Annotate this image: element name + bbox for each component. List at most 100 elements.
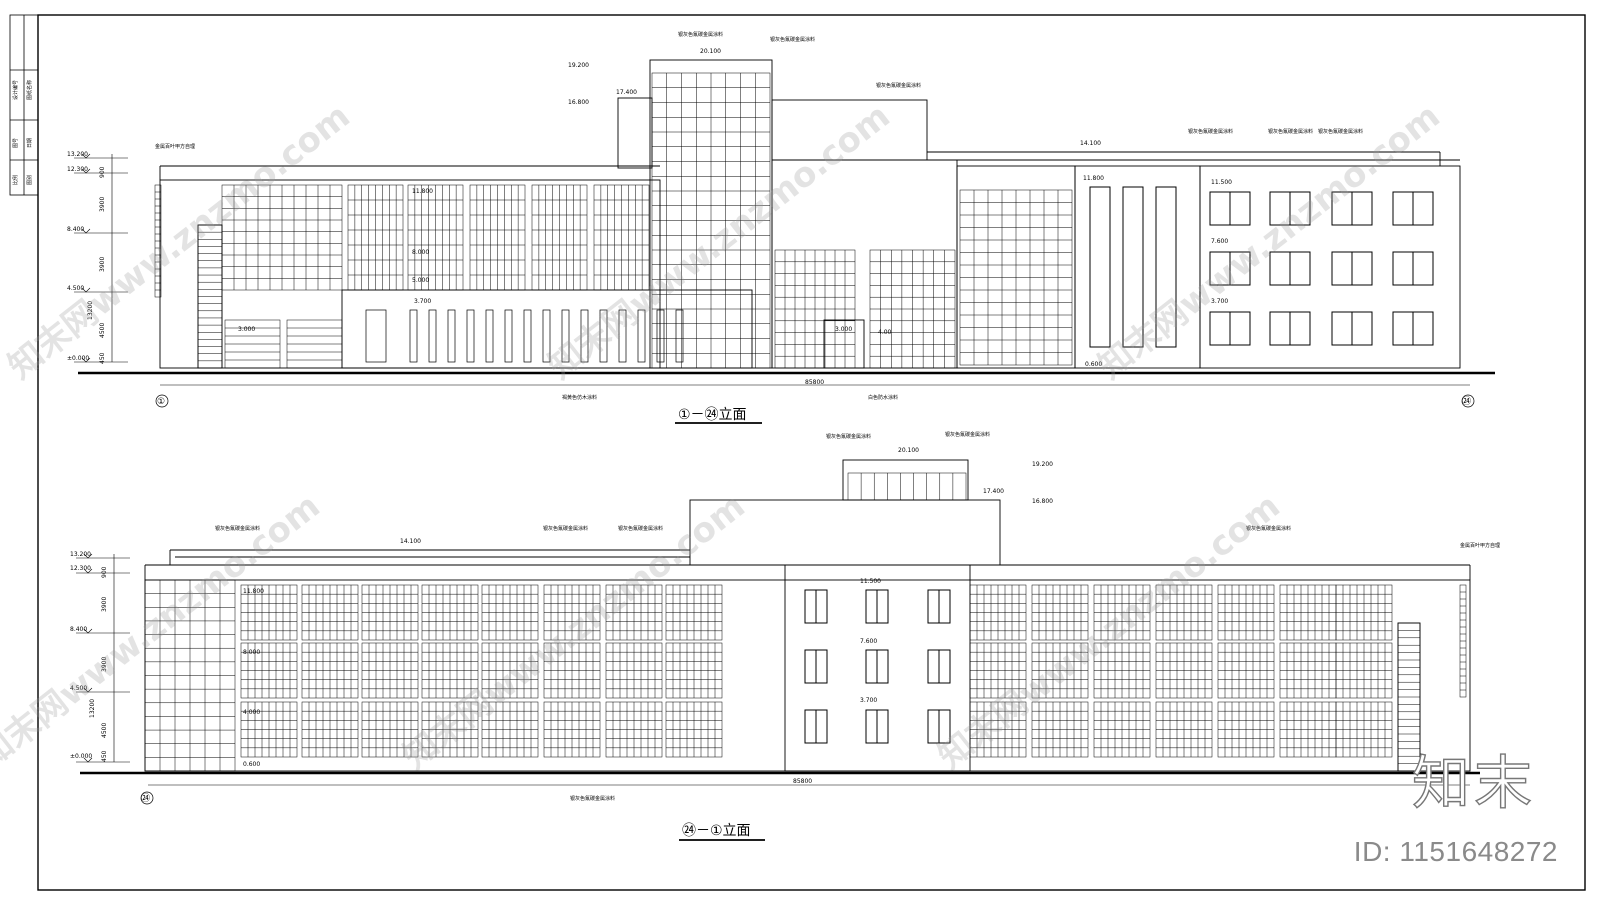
- window: [865, 709, 889, 744]
- window: [1331, 191, 1373, 226]
- material-note: 白色防水涂料: [868, 394, 898, 401]
- building-tower: [842, 459, 969, 501]
- curtain-wall-grid: [1279, 642, 1337, 699]
- elevation-mark: 0.600: [1085, 361, 1102, 368]
- building-block: [1199, 165, 1461, 369]
- elevation-mark: 11.800: [1083, 175, 1104, 182]
- curtain-wall-grid: [665, 584, 723, 641]
- louver-slot: [447, 309, 456, 363]
- brand-logo: 知末: [1411, 748, 1536, 817]
- curtain-wall-grid: [651, 72, 771, 369]
- grid-frame: [847, 472, 967, 501]
- curtain-wall-grid: [1279, 584, 1337, 641]
- curtain-wall-grid: [543, 584, 601, 641]
- louver-slot: [428, 309, 437, 363]
- curtain-wall-grid: [1155, 701, 1213, 758]
- window: [1209, 191, 1251, 226]
- curtain-wall-grid: [969, 584, 1027, 641]
- curtain-wall-grid: [969, 701, 1027, 758]
- elevation-mark: 8.000: [243, 649, 260, 656]
- material-note: 银灰色氟碳金属涂料: [215, 525, 260, 532]
- dimension: 13200: [87, 301, 94, 320]
- curtain-wall-grid: [531, 184, 588, 291]
- elevation-mark: 3.000: [238, 326, 255, 333]
- watermark: 知末网www.znzmo.com: [931, 486, 1288, 777]
- level-triangle: [83, 553, 93, 559]
- elevation-bottom: [76, 459, 1480, 805]
- curtain-wall-grid: [1093, 701, 1151, 758]
- elevation-mark: 3.000: [835, 326, 852, 333]
- dimension: 3900: [101, 657, 108, 672]
- tall-window: [1089, 186, 1111, 348]
- title-block: [9, 14, 39, 196]
- curtain-wall-grid: [665, 701, 723, 758]
- material-note: 银灰色氟碳金属涂料: [945, 431, 990, 438]
- dimension: 900: [101, 566, 108, 578]
- curtain-wall-grid: [774, 249, 856, 369]
- axis-bubble: [140, 791, 154, 805]
- level-label: ±0.000: [70, 753, 92, 760]
- total-length: 85800: [793, 778, 812, 785]
- building-block: [617, 97, 653, 169]
- curtain-wall-grid: [240, 701, 298, 758]
- tall-window: [1122, 186, 1144, 348]
- curtain-wall-grid: [361, 584, 419, 641]
- curtain-wall-grid: [421, 584, 479, 641]
- louver-slot: [504, 309, 513, 363]
- curtain-wall-grid: [144, 579, 236, 772]
- id-label: ID: 1151648272: [1353, 836, 1558, 867]
- window: [1209, 311, 1251, 346]
- curtain-wall-grid: [605, 701, 663, 758]
- axis-bubble: [155, 394, 169, 408]
- curtain-wall-grid: [665, 642, 723, 699]
- level-triangle: [83, 757, 93, 763]
- louver-slot: [637, 309, 646, 363]
- material-note: 金属百叶甲方自理: [1460, 542, 1500, 549]
- curtain-wall-grid: [221, 184, 343, 291]
- material-note: 银灰色氟碳金属涂料: [678, 31, 723, 38]
- level-label: 8.400: [70, 626, 87, 633]
- window: [804, 589, 828, 624]
- window: [1269, 251, 1311, 286]
- curtain-wall-grid: [1217, 642, 1275, 699]
- level-triangle: [81, 287, 91, 293]
- watermark: 知末网www.znzmo.com: [541, 96, 898, 387]
- curtain-wall-grid: [593, 184, 650, 291]
- elevation-mark: 0.600: [243, 761, 260, 768]
- elevation-mark: 20.100: [898, 447, 919, 454]
- level-label: 13.200: [67, 151, 88, 158]
- elevation-mark: 17.400: [616, 89, 637, 96]
- watermark: 知末网www.znzmo.com: [1, 96, 358, 387]
- curtain-wall-grid: [1279, 701, 1337, 758]
- louver-slot: [561, 309, 570, 363]
- curtain-wall-grid: [1155, 642, 1213, 699]
- elevation-mark: 3.700: [414, 298, 431, 305]
- level-triangle: [81, 228, 91, 234]
- window: [927, 589, 951, 624]
- material-note: 银灰色氟碳金属涂料: [618, 525, 663, 532]
- level-triangle: [81, 153, 91, 159]
- material-note: 金属百叶甲方自理: [155, 143, 195, 150]
- window: [1392, 191, 1434, 226]
- total-length: 85800: [805, 379, 824, 386]
- curtain-wall-grid: [421, 642, 479, 699]
- title-block-cell: 设计编号: [12, 80, 19, 100]
- title-block-cell: 日期: [27, 138, 33, 148]
- elevation-mark: 16.800: [1032, 498, 1053, 505]
- level-label: ±0.000: [67, 355, 89, 362]
- material-note: 银灰色氟碳金属涂料: [543, 525, 588, 532]
- curtain-wall-grid: [1217, 701, 1275, 758]
- curtain-wall-grid: [361, 642, 419, 699]
- curtain-wall-grid: [959, 189, 1073, 366]
- material-note: 银灰色氟碳金属涂料: [826, 433, 871, 440]
- curtain-wall-grid: [481, 701, 539, 758]
- stair-block: [1397, 622, 1421, 772]
- level-label: 13.200: [70, 551, 91, 558]
- elevation-title: ①－㉔立面: [678, 407, 747, 423]
- curtain-wall-grid: [1335, 642, 1393, 699]
- sheet-border: [37, 14, 1586, 891]
- title-block-cell: 图别: [26, 175, 33, 185]
- level-triangle: [83, 687, 93, 693]
- title-block-cell: 图纸名称: [26, 80, 33, 100]
- louver-slot: [409, 309, 418, 363]
